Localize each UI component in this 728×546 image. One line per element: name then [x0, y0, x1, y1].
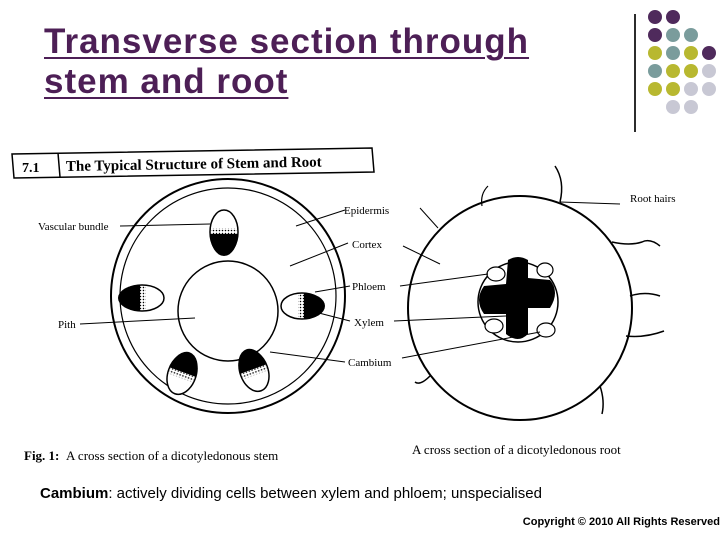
- stem-root-diagram: 7.1 The Typical Structure of Stem and Ro…: [11, 147, 676, 463]
- label-vascular-bundle: Vascular bundle: [38, 221, 109, 233]
- vascular-bundle-bottom-right: [238, 348, 270, 393]
- cambium-definition: Cambium: actively dividing cells between…: [40, 485, 542, 502]
- dot-teal: [648, 64, 662, 78]
- label-root-hairs: Root hairs: [630, 193, 676, 205]
- figure-number: 7.1: [22, 161, 40, 176]
- label-epidermis: Epidermis: [344, 205, 389, 217]
- slide-title-line-2: stem and root: [44, 62, 289, 101]
- dot-olive: [684, 64, 698, 78]
- vascular-bundle-left: [118, 284, 165, 312]
- caption-term: Cambium: [40, 485, 109, 502]
- dot-grey: [702, 64, 716, 78]
- dot-olive: [666, 82, 680, 96]
- dot-purple: [702, 46, 716, 60]
- label-xylem: Xylem: [354, 317, 384, 329]
- pith-region: [177, 260, 279, 362]
- figure-heading: The Typical Structure of Stem and Root: [66, 155, 322, 175]
- slide-title: Transverse section through stem and root: [44, 22, 529, 102]
- root-phloem: [536, 262, 554, 278]
- root-xylem: [479, 257, 555, 339]
- dot-teal: [684, 28, 698, 42]
- label-cortex: Cortex: [352, 239, 382, 251]
- vascular-bundle-top: [209, 209, 239, 256]
- dot-grey: [684, 100, 698, 114]
- dot-teal: [666, 46, 680, 60]
- dot-teal: [666, 28, 680, 42]
- figure-header: 7.1 The Typical Structure of Stem and Ro…: [11, 147, 375, 179]
- dot-olive: [648, 82, 662, 96]
- dot-purple: [648, 10, 662, 24]
- decorative-divider: [634, 14, 636, 132]
- dot-grey: [666, 100, 680, 114]
- root-cross-section: [407, 165, 665, 421]
- leader-lines: [79, 207, 541, 363]
- copyright-notice: Copyright © 2010 All Rights Reserved: [522, 516, 720, 528]
- stem-cross-section: [110, 178, 346, 414]
- root-phloem: [536, 322, 556, 338]
- stem-caption: A cross section of a dicotyledonous stem: [66, 448, 278, 463]
- dot-purple: [666, 10, 680, 24]
- dot-olive: [684, 46, 698, 60]
- root-phloem: [486, 266, 506, 282]
- label-cambium: Cambium: [348, 357, 392, 369]
- slide-title-line-1: Transverse section through: [44, 22, 530, 61]
- vascular-bundle-right: [280, 292, 325, 320]
- dot-olive: [666, 64, 680, 78]
- root-caption: A cross section of a dicotyledonous root: [412, 442, 621, 457]
- dot-purple: [648, 28, 662, 42]
- label-phloem: Phloem: [352, 281, 386, 293]
- dot-grey: [684, 82, 698, 96]
- caption-text: : actively dividing cells between xylem …: [108, 485, 542, 502]
- dot-grey: [702, 82, 716, 96]
- vascular-bundle-bottom-left: [166, 351, 198, 396]
- dot-olive: [648, 46, 662, 60]
- root-phloem: [484, 318, 504, 334]
- diagram-labels: Vascular bundle Pith Epidermis Cortex Ph…: [38, 193, 676, 369]
- stem-caption-prefix: Fig. 1:: [24, 448, 59, 463]
- label-pith: Pith: [58, 319, 76, 331]
